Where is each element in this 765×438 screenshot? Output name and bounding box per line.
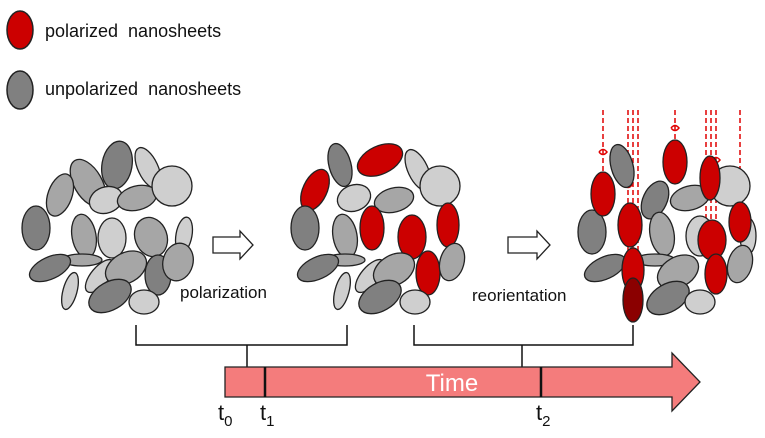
reorientation-label: reorientation (472, 286, 567, 305)
legend-unpolarized-swatch (6, 70, 34, 110)
polarization-label: polarization (180, 283, 267, 302)
time-arrow: Time (224, 351, 701, 413)
legend-unpolarized-label: unpolarized nanosheets (45, 79, 241, 99)
brace-stage2 (413, 325, 634, 368)
t2-label: t2 (536, 400, 550, 430)
nanosheet-ellipses (21, 140, 194, 315)
legend-polarized-swatch (6, 10, 34, 50)
nanosheet-ellipses (290, 142, 466, 315)
time-markers: t0 t1 t2 (218, 400, 550, 430)
nanosheet-ellipses (577, 139, 757, 323)
polarization-arrow (212, 229, 254, 261)
legend: polarized nanosheets unpolarized nanoshe… (6, 10, 241, 110)
time-label: Time (426, 370, 478, 397)
cluster-unpolarized (21, 140, 194, 315)
t1-label: t1 (260, 400, 274, 430)
cluster-reoriented (577, 110, 757, 323)
legend-polarized-label: polarized nanosheets (45, 21, 221, 41)
brace-stage1 (135, 325, 348, 368)
reorientation-arrow (507, 229, 551, 261)
t0-label: t0 (218, 400, 232, 430)
cluster-partially-polarized (290, 142, 466, 315)
